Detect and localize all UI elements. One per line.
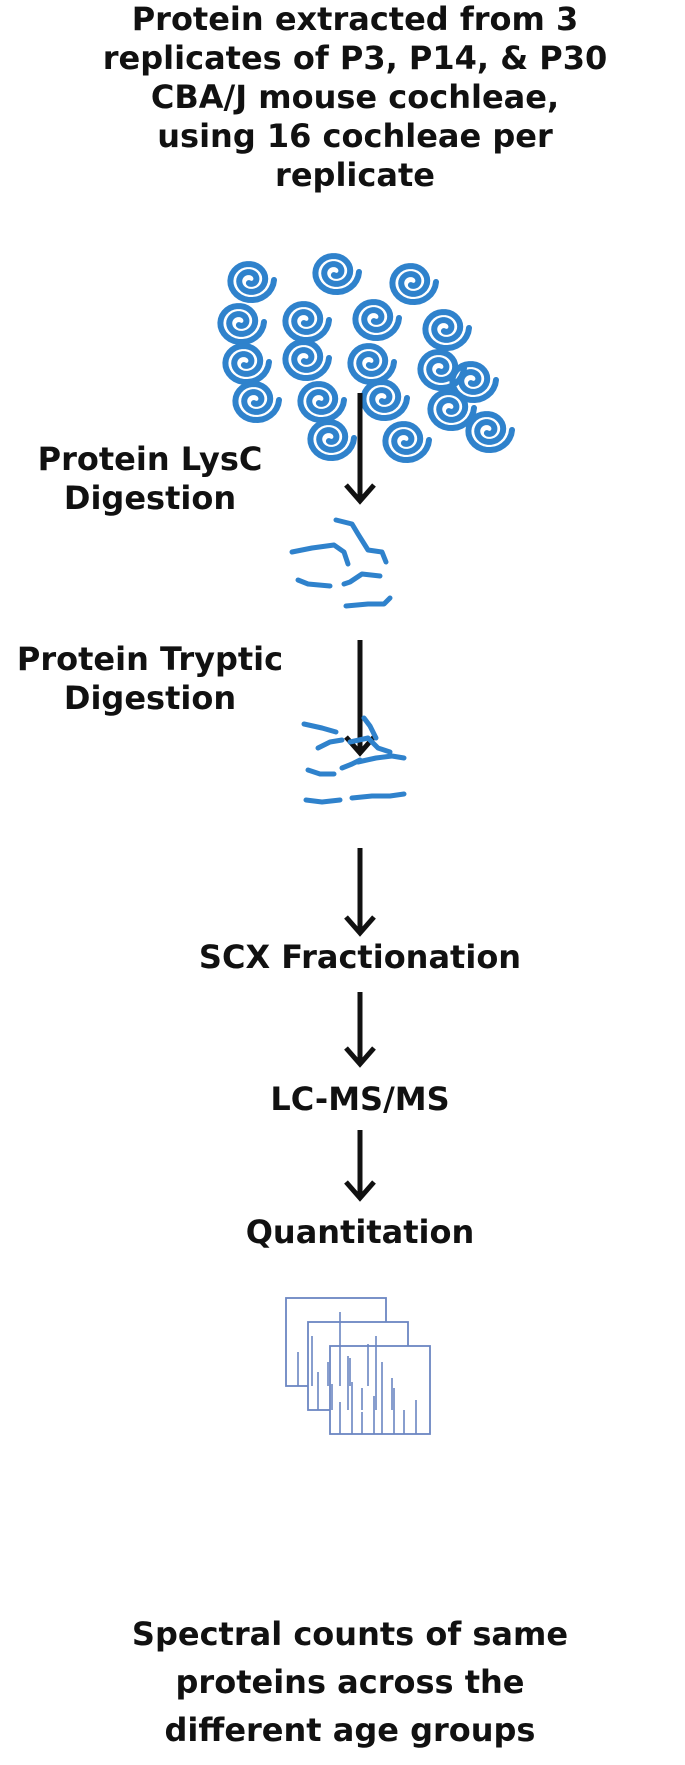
arrow-down-icon bbox=[344, 1130, 376, 1202]
title-line-3: CBA/J mouse cochleae, bbox=[150, 78, 560, 116]
step-quant-text: Quantitation bbox=[245, 1213, 475, 1251]
peptide-fragments-icon bbox=[289, 517, 393, 609]
cochlea-spiral-icon bbox=[422, 309, 472, 352]
step-lcms-label: LC-MS/MS bbox=[230, 1080, 490, 1119]
cochlea-spiral-icon bbox=[217, 303, 267, 346]
step-tryptic-line-1: Protein Tryptic bbox=[16, 640, 284, 678]
peptide-fragments-icon bbox=[301, 715, 407, 805]
step-scx-text: SCX Fractionation bbox=[198, 938, 522, 976]
step-tryptic-line-2: Digestion bbox=[63, 679, 237, 717]
result-line-3: different age groups bbox=[164, 1711, 536, 1749]
stacked-spectra-icon bbox=[285, 1297, 431, 1435]
step-lysc-line-1: Protein LysC bbox=[37, 440, 263, 478]
cochlea-spiral-icon bbox=[352, 299, 402, 342]
title-line-5: replicate bbox=[275, 156, 435, 194]
result-block: Spectral counts of same proteins across … bbox=[100, 1610, 600, 1754]
cochlea-spiral-icon bbox=[227, 261, 277, 304]
step-tryptic-label: Protein Tryptic Digestion bbox=[0, 640, 300, 718]
cochlea-spiral-icon bbox=[282, 301, 332, 344]
cochlea-spiral-icon bbox=[382, 421, 432, 464]
cochlea-spiral-icon bbox=[232, 381, 282, 424]
cochlea-spiral-icon bbox=[347, 343, 397, 386]
title-block: Protein extracted from 3 replicates of P… bbox=[60, 0, 650, 195]
spiral-cluster-icon bbox=[217, 253, 515, 464]
cochlea-spiral-icon bbox=[427, 389, 477, 432]
step-lysc-label: Protein LysC Digestion bbox=[0, 440, 300, 518]
cochlea-spiral-icon bbox=[389, 263, 439, 306]
cochlea-spiral-icon bbox=[360, 379, 410, 422]
result-line-2: proteins across the bbox=[175, 1663, 525, 1701]
cochlea-spiral-icon bbox=[307, 419, 357, 462]
cochlea-spiral-icon bbox=[417, 349, 467, 392]
title-line-4: using 16 cochleae per bbox=[157, 117, 553, 155]
cochlea-spiral-icon bbox=[449, 361, 499, 404]
title-line-1: Protein extracted from 3 bbox=[131, 0, 579, 38]
step-quant-label: Quantitation bbox=[200, 1213, 520, 1252]
arrow-down-icon bbox=[344, 393, 376, 505]
result-line-1: Spectral counts of same bbox=[131, 1615, 569, 1653]
cochlea-spiral-icon bbox=[222, 343, 272, 386]
arrow-down-icon bbox=[344, 848, 376, 937]
cochlea-spiral-icon bbox=[282, 339, 332, 382]
title-line-2: replicates of P3, P14, & P30 bbox=[102, 39, 608, 77]
cochlea-spiral-icon bbox=[465, 411, 515, 454]
step-lysc-line-2: Digestion bbox=[63, 479, 237, 517]
arrow-down-icon bbox=[344, 992, 376, 1068]
step-scx-label: SCX Fractionation bbox=[190, 938, 530, 977]
cochlea-spiral-icon bbox=[312, 253, 362, 296]
step-lcms-text: LC-MS/MS bbox=[270, 1080, 450, 1118]
cochlea-spiral-icon bbox=[297, 381, 347, 424]
